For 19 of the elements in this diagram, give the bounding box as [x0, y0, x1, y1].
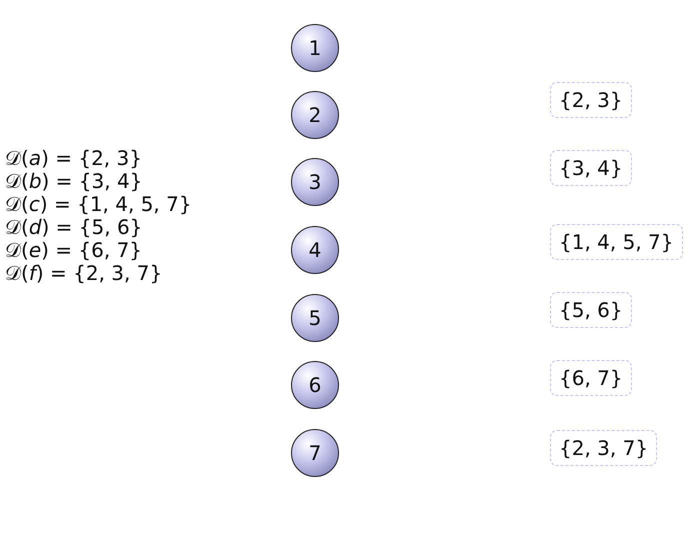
numbered-circle: 5: [291, 294, 339, 342]
numbered-circle: 2: [291, 91, 339, 139]
set-box: {3, 4}: [550, 150, 632, 186]
domain-definition: 𝒟(d) = {5, 6}: [5, 216, 142, 239]
domain-definition: 𝒟(e) = {6, 7}: [5, 239, 142, 262]
domain-definition: 𝒟(c) = {1, 4, 5, 7}: [5, 193, 192, 216]
domain-definition: 𝒟(f) = {2, 3, 7}: [5, 262, 162, 285]
set-box: {2, 3}: [550, 82, 632, 118]
set-box: {5, 6}: [550, 292, 632, 328]
domain-definition: 𝒟(b) = {3, 4}: [5, 170, 142, 193]
numbered-circle: 6: [291, 361, 339, 409]
numbered-circle: 3: [291, 158, 339, 206]
set-box: {6, 7}: [550, 360, 632, 396]
set-box: {2, 3, 7}: [550, 430, 658, 466]
numbered-circle: 1: [291, 24, 339, 72]
numbered-circle: 4: [291, 226, 339, 274]
numbered-circle: 7: [291, 429, 339, 477]
domain-definition: 𝒟(a) = {2, 3}: [5, 147, 142, 170]
set-box: {1, 4, 5, 7}: [550, 224, 682, 260]
